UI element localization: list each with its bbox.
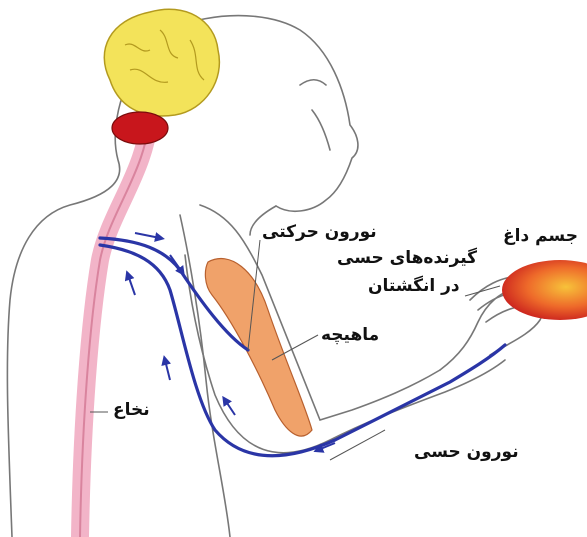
label-receptors-line1: گیرنده‌های حسی	[337, 248, 477, 268]
label-hot-object: جسم داغ	[503, 226, 578, 246]
label-sensory-neuron: نورون حسی	[414, 442, 519, 462]
spinal-cord	[80, 110, 150, 537]
label-muscle: ماهیچه	[321, 325, 379, 345]
brain	[104, 9, 219, 144]
label-receptors-line2: در انگشتان	[368, 276, 460, 296]
label-motor-neuron: نورون حرکتی	[262, 222, 377, 242]
cerebellum	[112, 112, 168, 144]
hot-object	[502, 260, 587, 320]
label-spinal-cord: نخاع	[113, 400, 150, 420]
